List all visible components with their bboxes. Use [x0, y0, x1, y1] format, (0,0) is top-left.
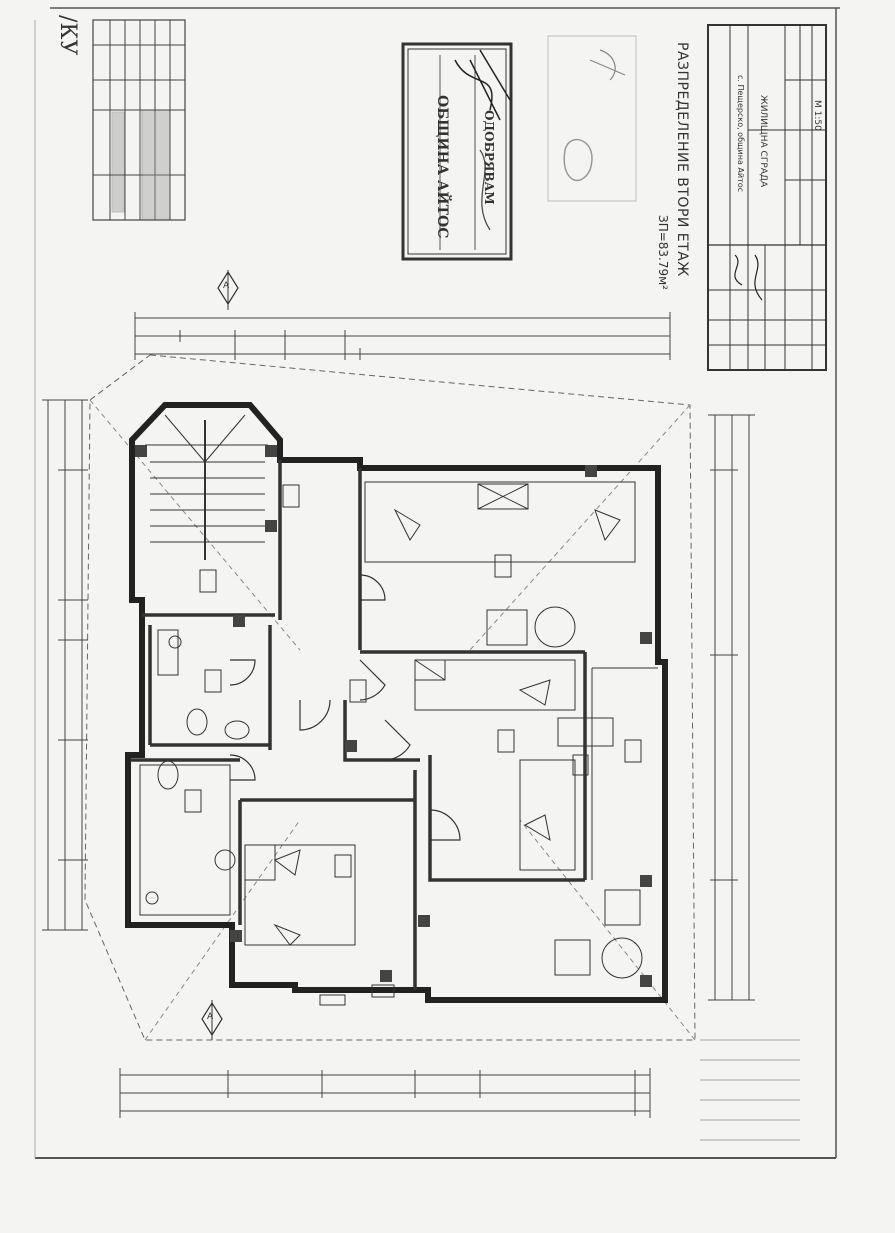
municipality-stamp: [401, 42, 513, 261]
section-marker-top: [217, 270, 239, 310]
roof-ridge-4: [519, 819, 696, 1041]
roof-ridge-1: [89, 399, 301, 651]
dimension-lines-bottom: [119, 1068, 651, 1118]
bedroom-bottom-furniture: [244, 844, 395, 1006]
roof-ridge-2: [469, 404, 691, 651]
stairwell: [145, 414, 268, 560]
revision-table: [92, 19, 186, 221]
bathroom-fixtures: [139, 629, 250, 916]
sheet-title: РАЗПРЕДЕЛЕНИЕ ВТОРИ ЕТАЖ: [674, 42, 690, 277]
title-block: [707, 24, 827, 371]
section-marker-bottom: [201, 1000, 223, 1040]
door-swings: [229, 574, 461, 841]
interior-walls: [130, 460, 587, 990]
terrace-furniture: [554, 667, 658, 979]
section-marker-top-label: А: [223, 281, 230, 291]
structural-columns: [135, 445, 652, 987]
section-marker-bottom-label: А: [207, 1012, 214, 1022]
engineer-seal: [547, 35, 637, 202]
bedroom-middle-furniture: [414, 659, 614, 871]
floor-area: ЗП=83.79м²: [656, 215, 670, 290]
handwritten-mark: /КУ: [55, 15, 80, 56]
dimension-lines-top: [134, 312, 671, 360]
exterior-walls: [125, 402, 668, 1003]
stamp-line3: ОДОБРЯВАМ: [482, 110, 496, 205]
title-block-scale: М 1:50: [812, 100, 822, 131]
bedroom-top-furniture: [364, 481, 636, 648]
stamp-line1: ОБЩИНА АЙТОС: [434, 95, 450, 239]
dimension-lines-left: [42, 399, 88, 931]
title-block-location: с. Пещерско, община Айтос: [736, 75, 745, 193]
room-label-tags: [184, 484, 642, 878]
notes-lines: [700, 1039, 800, 1141]
dimension-lines-right: [708, 414, 755, 1001]
title-block-project: ЖИЛИЩНА СГРАДА: [758, 95, 768, 188]
